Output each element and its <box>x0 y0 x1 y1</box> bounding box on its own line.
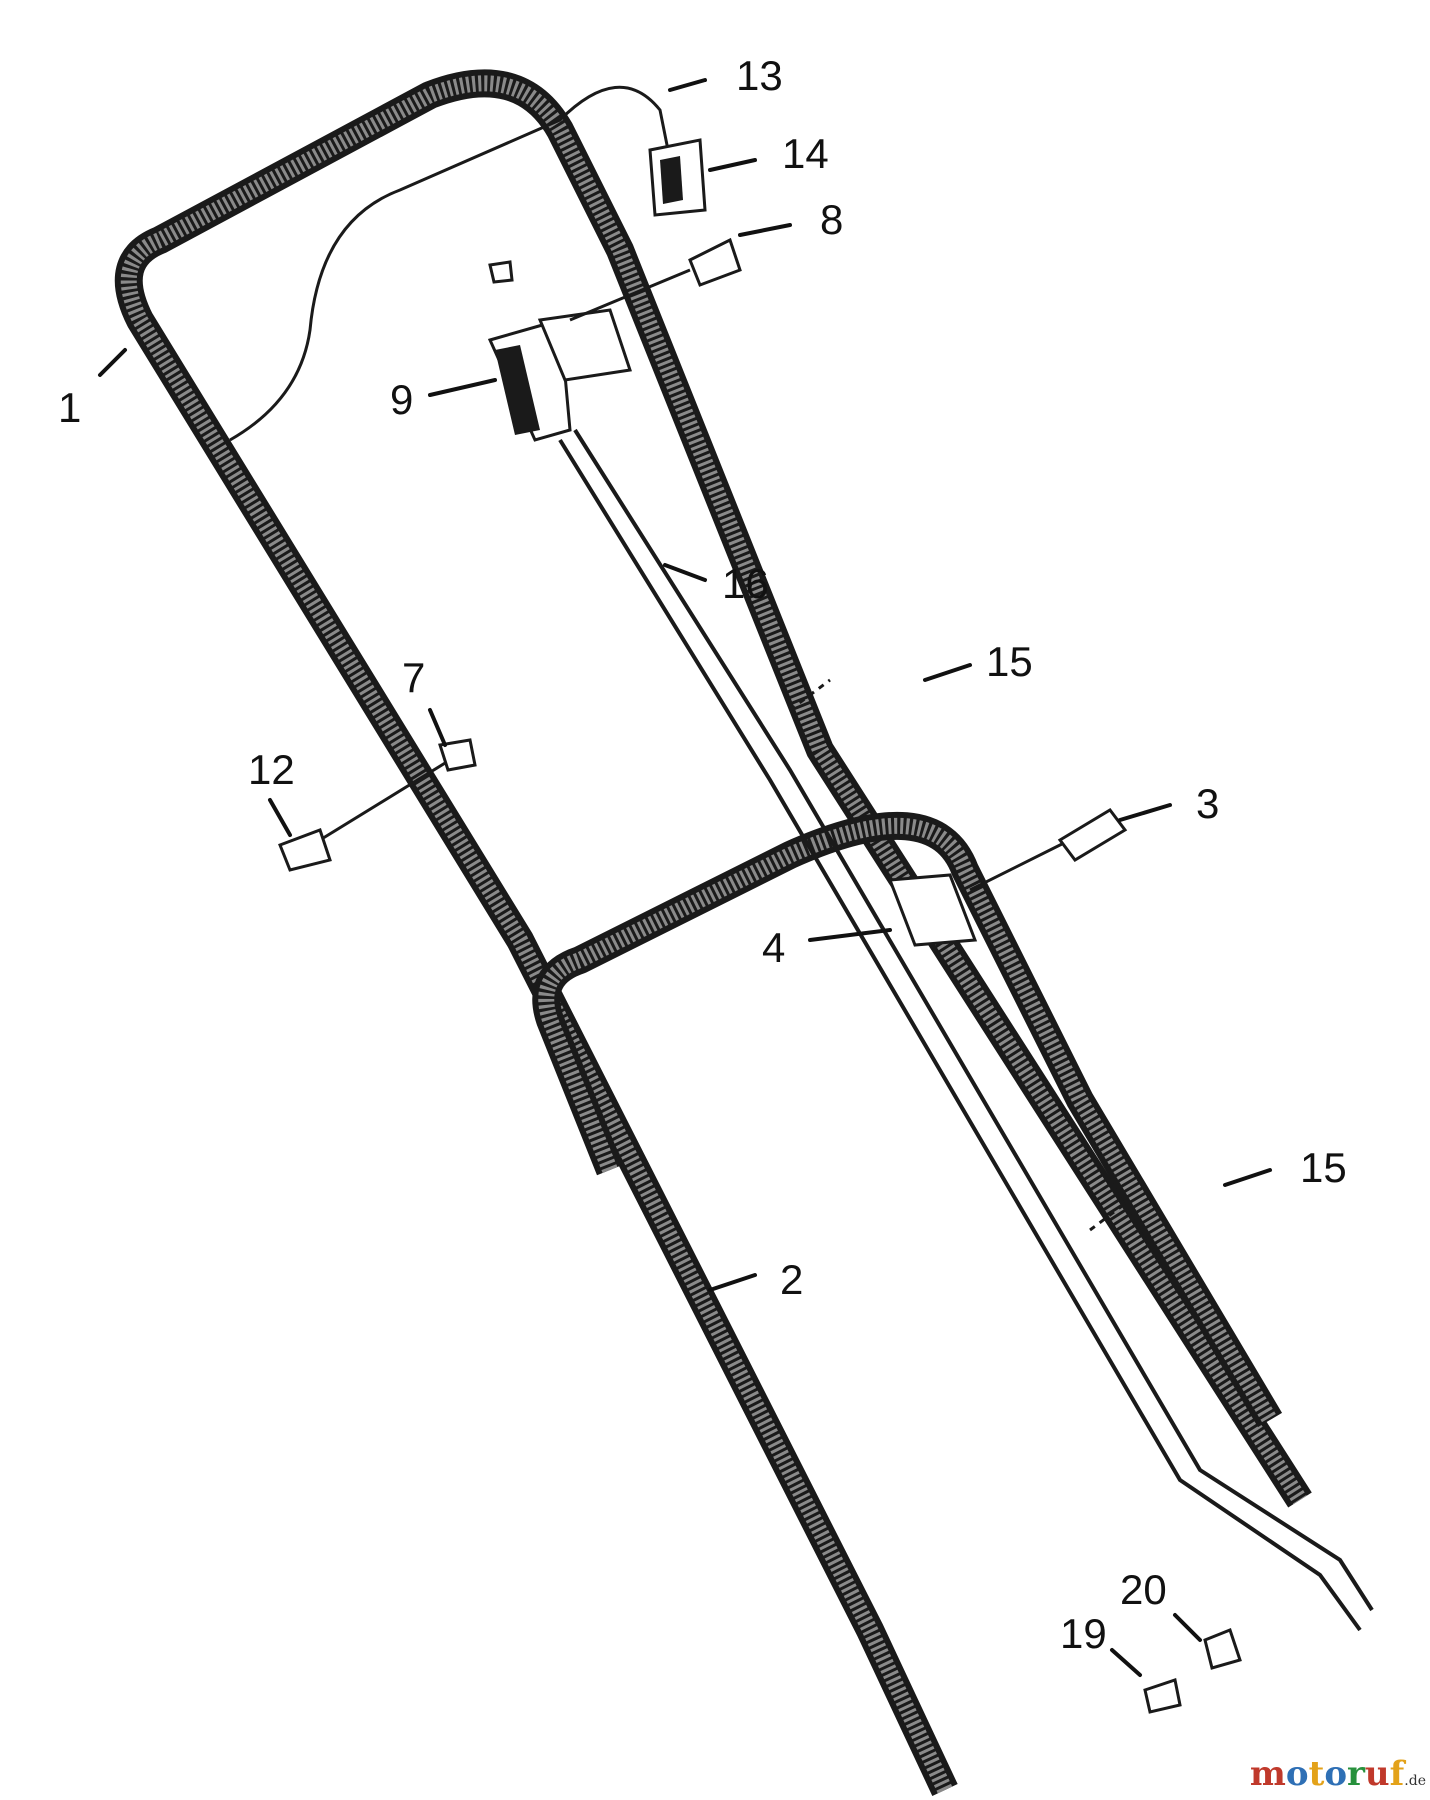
upper-handle <box>114 69 1312 1796</box>
part-label-7: 7 <box>402 654 425 701</box>
part-label-14: 14 <box>782 130 829 177</box>
watermark-letter: t <box>1308 1754 1325 1794</box>
watermark-letter: f <box>1389 1754 1405 1794</box>
motoruf-watermark-logo: motoruf.de <box>1250 1754 1426 1794</box>
part-label-9: 9 <box>390 376 413 423</box>
watermark-letter: m <box>1249 1754 1286 1794</box>
part-label-13: 13 <box>736 52 783 99</box>
watermark-letter: o <box>1285 1754 1309 1794</box>
control-rod <box>229 85 1374 1632</box>
part-labels: 1 2 3 4 7 8 9 12 13 14 15 15 16 19 20 <box>58 52 1347 1657</box>
part-label-15-upper: 15 <box>986 638 1033 685</box>
part-label-16: 16 <box>722 560 769 607</box>
part-label-8: 8 <box>820 196 843 243</box>
part-label-12: 12 <box>248 746 295 793</box>
lower-handle <box>532 811 1283 1428</box>
cable-guide <box>648 138 707 217</box>
watermark-letter: u <box>1364 1754 1390 1794</box>
bottom-hardware <box>1143 1628 1242 1714</box>
part-label-15-lower: 15 <box>1300 1144 1347 1191</box>
watermark-letter: o <box>1324 1754 1347 1794</box>
screws <box>789 678 1131 1232</box>
part-label-1: 1 <box>58 384 81 431</box>
leader-lines <box>98 78 1272 1677</box>
watermark-suffix: .de <box>1404 1773 1426 1789</box>
control-bracket <box>487 260 632 442</box>
part-label-4: 4 <box>762 924 785 971</box>
part-label-20: 20 <box>1120 1566 1167 1613</box>
part-label-19: 19 <box>1060 1610 1107 1657</box>
part-label-2: 2 <box>780 1256 803 1303</box>
part-label-3: 3 <box>1196 780 1219 827</box>
watermark-letter: r <box>1347 1754 1365 1794</box>
knob-bolt-upper <box>569 237 742 322</box>
cable-clip-and-knob <box>887 808 1128 947</box>
knob-bolt-left <box>278 738 477 872</box>
